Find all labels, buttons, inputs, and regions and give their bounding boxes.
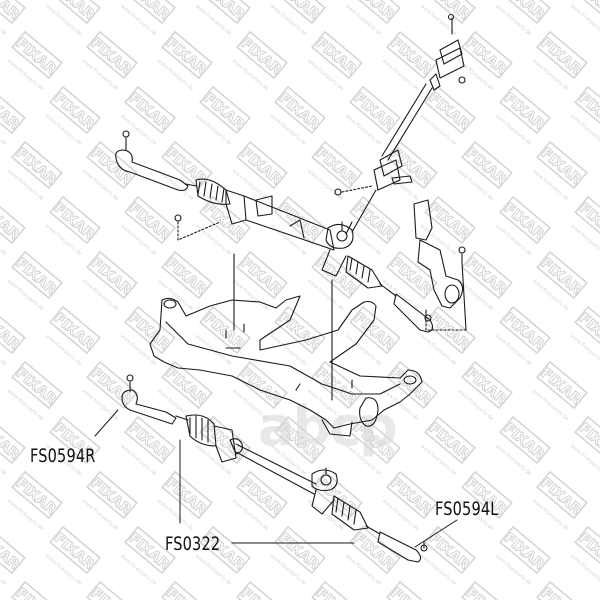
part-label-fs0594l: FS0594L (435, 498, 499, 520)
part-label-fs0594r: FS0594R (30, 445, 96, 467)
steering-knuckle (413, 199, 467, 331)
leader-fs0594l (414, 519, 458, 548)
steering-column (334, 13, 466, 235)
leader-fs0594r (94, 409, 119, 437)
upper-steering-rack (115, 130, 434, 333)
abcp-watermark: abcp (258, 395, 398, 458)
part-label-fs0322: FS0322 (165, 533, 221, 555)
